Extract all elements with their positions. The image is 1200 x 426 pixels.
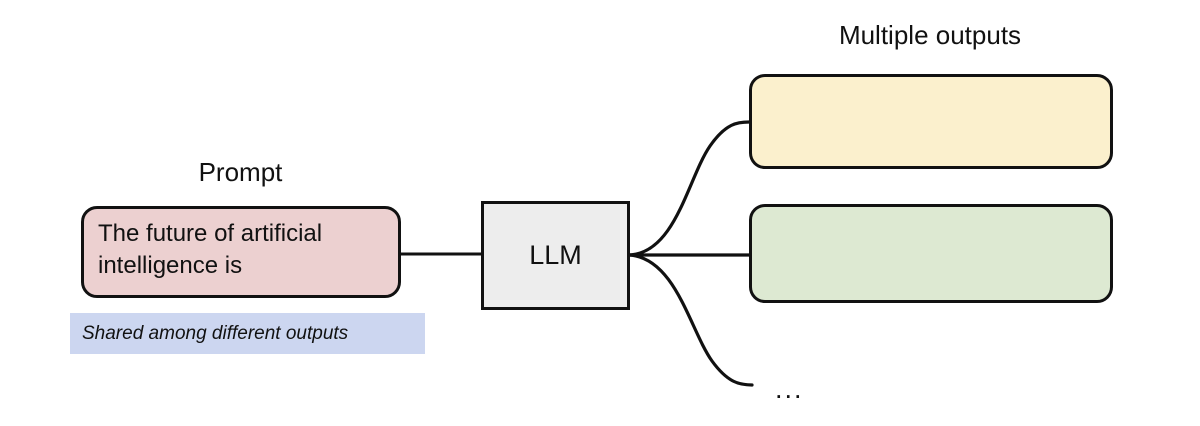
llm-box[interactable]: LLM (481, 201, 630, 310)
connector-llm-to-output-1 (628, 120, 751, 257)
prompt-box[interactable]: The future of artificial intelligence is (81, 206, 401, 298)
shared-note-banner: Shared among different outputs (70, 313, 425, 354)
prompt-heading: Prompt (198, 157, 283, 187)
ellipsis-more-outputs: ... (775, 374, 804, 404)
output-box-2[interactable] (749, 204, 1113, 303)
llm-label: LLM (529, 240, 582, 270)
outputs-heading: Multiple outputs (838, 20, 1022, 50)
connector-llm-to-ellipsis (628, 253, 754, 387)
shared-note-text: Shared among different outputs (82, 322, 349, 344)
prompt-text: The future of artificial intelligence is (98, 220, 323, 279)
output-box-1[interactable] (749, 74, 1113, 169)
